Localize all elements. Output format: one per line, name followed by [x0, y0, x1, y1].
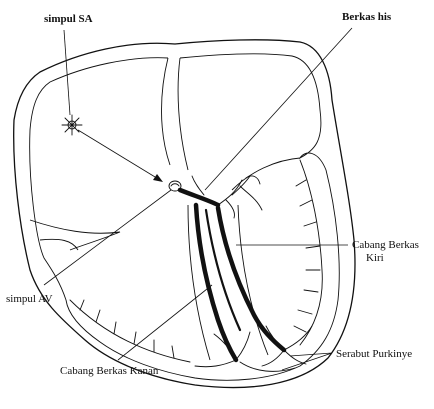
upper-branch-fibers	[191, 175, 263, 219]
left-bundle-secondary	[204, 208, 242, 332]
ventricular-septum-left	[187, 204, 211, 361]
left-av-boundary	[231, 157, 301, 191]
left-bundle-branch	[215, 205, 287, 353]
av-node	[168, 180, 182, 192]
label-bundle-his: Berkas his	[342, 11, 392, 23]
label-av-node: simpul AV	[6, 293, 53, 305]
purkinje-fibers	[69, 159, 323, 372]
right-av-boundary	[29, 219, 121, 251]
ventricular-septum-right	[237, 204, 269, 356]
heart-inner-wall	[29, 53, 340, 381]
label-right-bundle: Cabang Berkas Kanan	[60, 365, 159, 377]
label-left-bundle-line2: Kiri	[366, 252, 384, 264]
sa-node	[61, 114, 83, 136]
sa-to-av-arrow	[77, 129, 161, 181]
bundle-of-his	[177, 187, 221, 208]
leader-purkinje-2	[281, 352, 333, 371]
leader-sa-node	[63, 29, 71, 116]
right-bundle-branch	[193, 202, 239, 363]
leader-av-node	[43, 189, 172, 286]
label-purkinje: Serabut Purkinye	[336, 348, 412, 360]
leader-bundle-his	[204, 27, 353, 191]
label-left-bundle-line1: Cabang Berkas	[352, 239, 419, 251]
atrial-septum	[161, 57, 189, 171]
leader-right-bundle	[117, 284, 213, 361]
arrowhead-icon	[153, 174, 163, 182]
heart-outer-wall	[13, 39, 356, 389]
right-av-valve	[39, 238, 79, 251]
label-sa-node: simpul SA	[44, 13, 93, 25]
leader-purkinje-1	[289, 352, 333, 357]
